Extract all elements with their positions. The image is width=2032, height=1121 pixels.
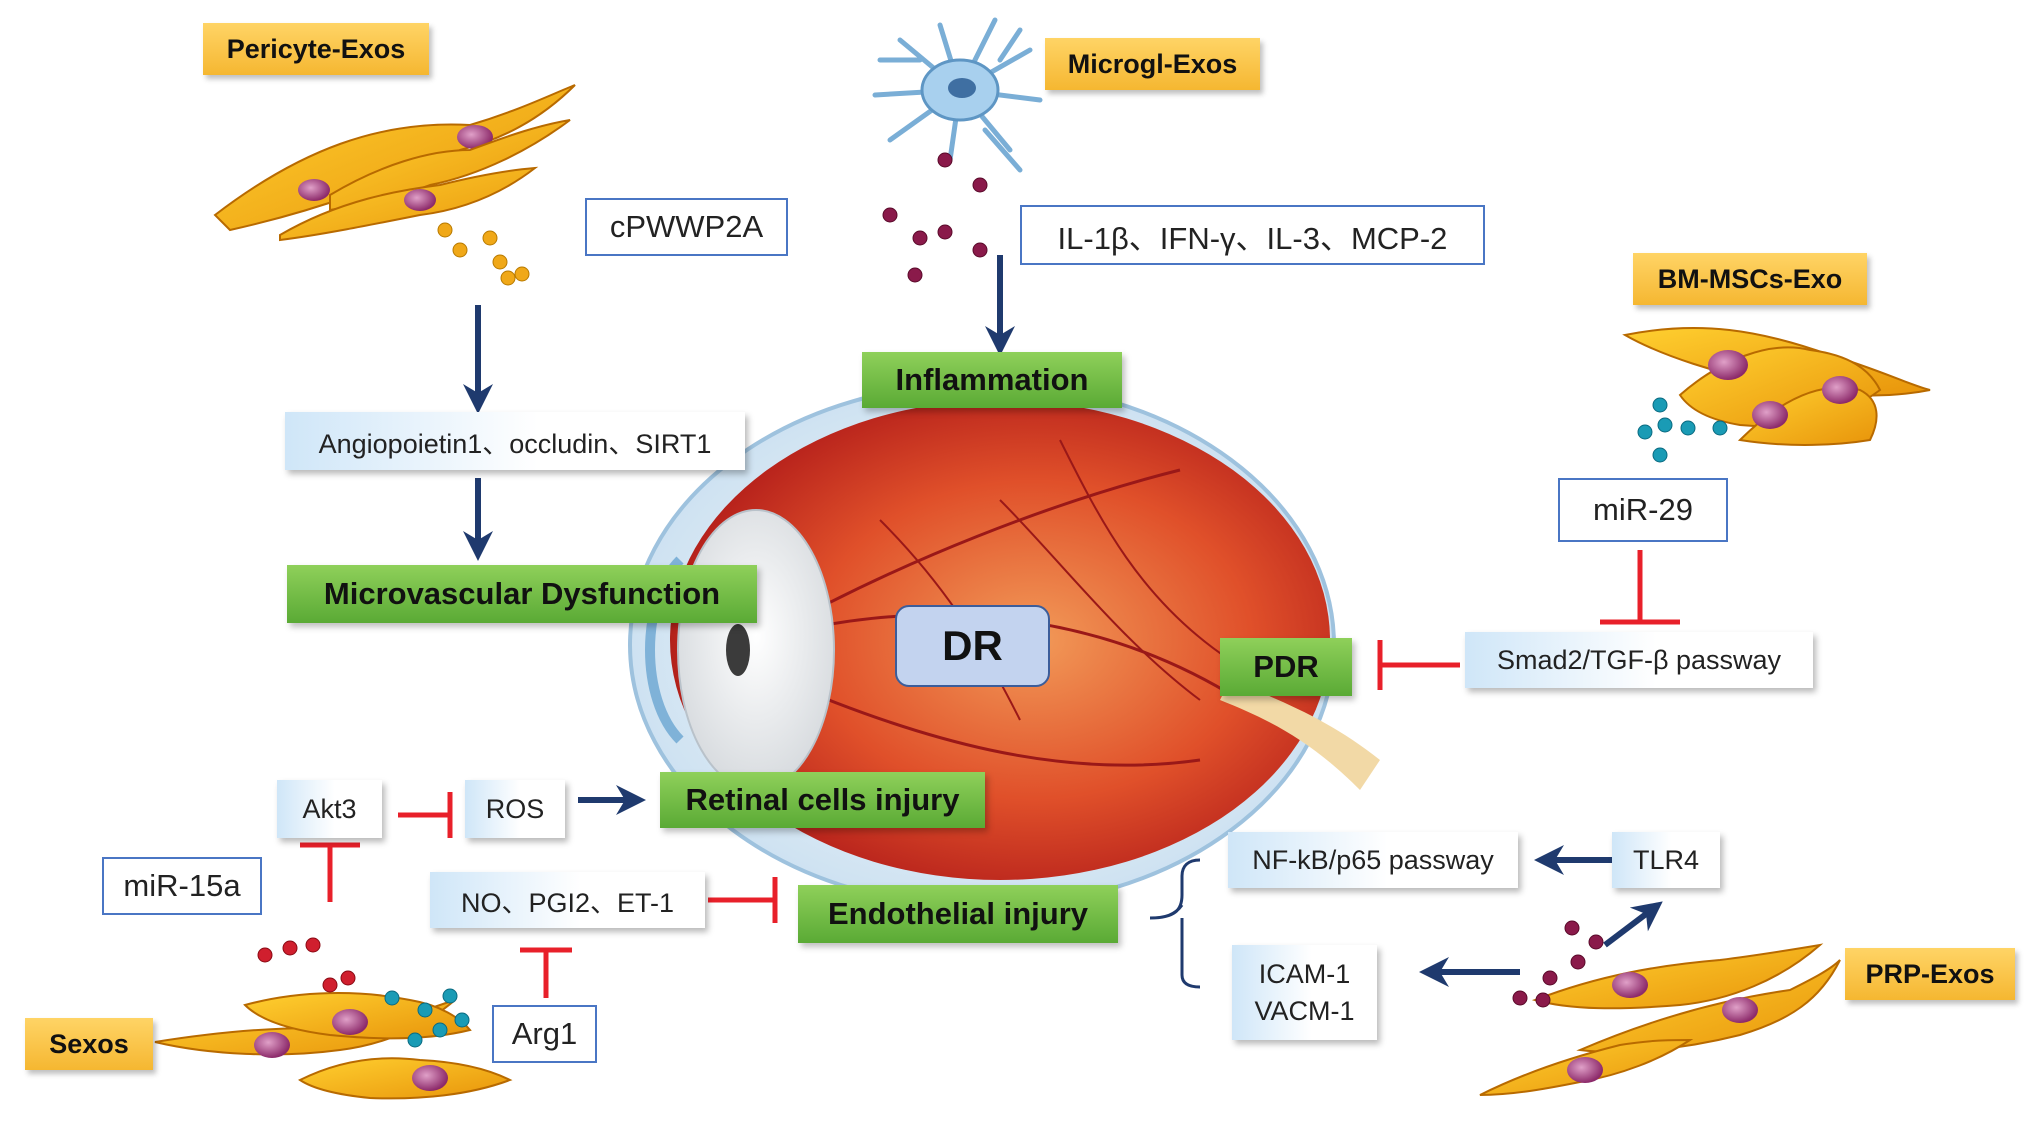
pericyte-exos-label: Pericyte-Exos (203, 23, 429, 75)
endothelial-injury-box: Endothelial injury (798, 885, 1118, 943)
inhibit-mir29-smad (1600, 550, 1680, 625)
tlr4-box: TLR4 (1612, 832, 1720, 888)
microgl-exos-label: Microgl-Exos (1045, 38, 1260, 90)
sexos-cells (154, 992, 513, 1100)
sexos-exosomes (257, 937, 470, 1048)
cytokines-box: IL-1β、IFN-γ、IL-3、MCP-2 (1020, 205, 1485, 265)
retinal-vessel (779, 678, 1201, 767)
microglia-cell (872, 17, 1043, 173)
vacm-label: VACM-1 (1254, 995, 1355, 1026)
cell-nucleus (298, 179, 330, 201)
optic-nerve (1220, 680, 1380, 790)
no-pgi2-et1-box: NO、PGI2、ET-1 (430, 872, 705, 928)
inhibit-smad-pdr (1377, 640, 1460, 690)
angiopoietin-box: Angiopoietin1、occludin、SIRT1 (285, 412, 745, 470)
arg1-box: Arg1 (492, 1005, 597, 1063)
eye-pupil (726, 624, 750, 676)
mir15a-box: miR-15a (102, 857, 262, 915)
eye-lens (677, 509, 835, 791)
akt3-box: Akt3 (277, 780, 382, 838)
cell-nucleus (457, 125, 493, 149)
bm-mscs-exo-label: BM-MSCs-Exo (1633, 253, 1867, 305)
inhibit-arg1-no (520, 947, 572, 998)
dr-label: DR (895, 605, 1050, 687)
cpwwp2a-box: cPWWP2A (585, 198, 788, 256)
smad-tgf-box: Smad2/TGF-β passway (1465, 632, 1813, 688)
prp-exos-label: PRP-Exos (1845, 948, 2015, 1000)
nfkb-box: NF-kB/p65 passway (1228, 832, 1518, 888)
icam-vacm-box: ICAM-1 VACM-1 (1232, 945, 1377, 1040)
mir29-box: miR-29 (1558, 478, 1728, 542)
endothelial-bracket (1149, 858, 1201, 989)
prp-cells (1479, 943, 1841, 1096)
retinal-vessel (999, 499, 1201, 701)
inflammation-box: Inflammation (862, 352, 1122, 408)
msc-exosomes (1637, 397, 1728, 463)
microglia-exosomes (882, 152, 988, 283)
inhibit-mir15a-akt3 (300, 842, 360, 902)
icam-label: ICAM-1 (1258, 959, 1351, 990)
pericyte-cells (213, 84, 576, 242)
arrow-prp-to-tlr4 (1603, 901, 1663, 948)
prp-exosomes (1512, 920, 1604, 1008)
pericyte-exosomes (437, 222, 530, 286)
msc-cells (1622, 326, 1931, 446)
ros-box: ROS (465, 780, 565, 838)
inhibit-no-endothelial (708, 877, 778, 923)
retinal-cells-injury-box: Retinal cells injury (660, 772, 985, 828)
retinal-vessel (1059, 439, 1231, 661)
pdr-box: PDR (1220, 638, 1352, 696)
sexos-label: Sexos (25, 1018, 153, 1070)
inhibit-akt3-ros (398, 792, 453, 838)
microvascular-dysfunction-box: Microvascular Dysfunction (287, 565, 757, 623)
cell-nucleus (404, 189, 436, 211)
